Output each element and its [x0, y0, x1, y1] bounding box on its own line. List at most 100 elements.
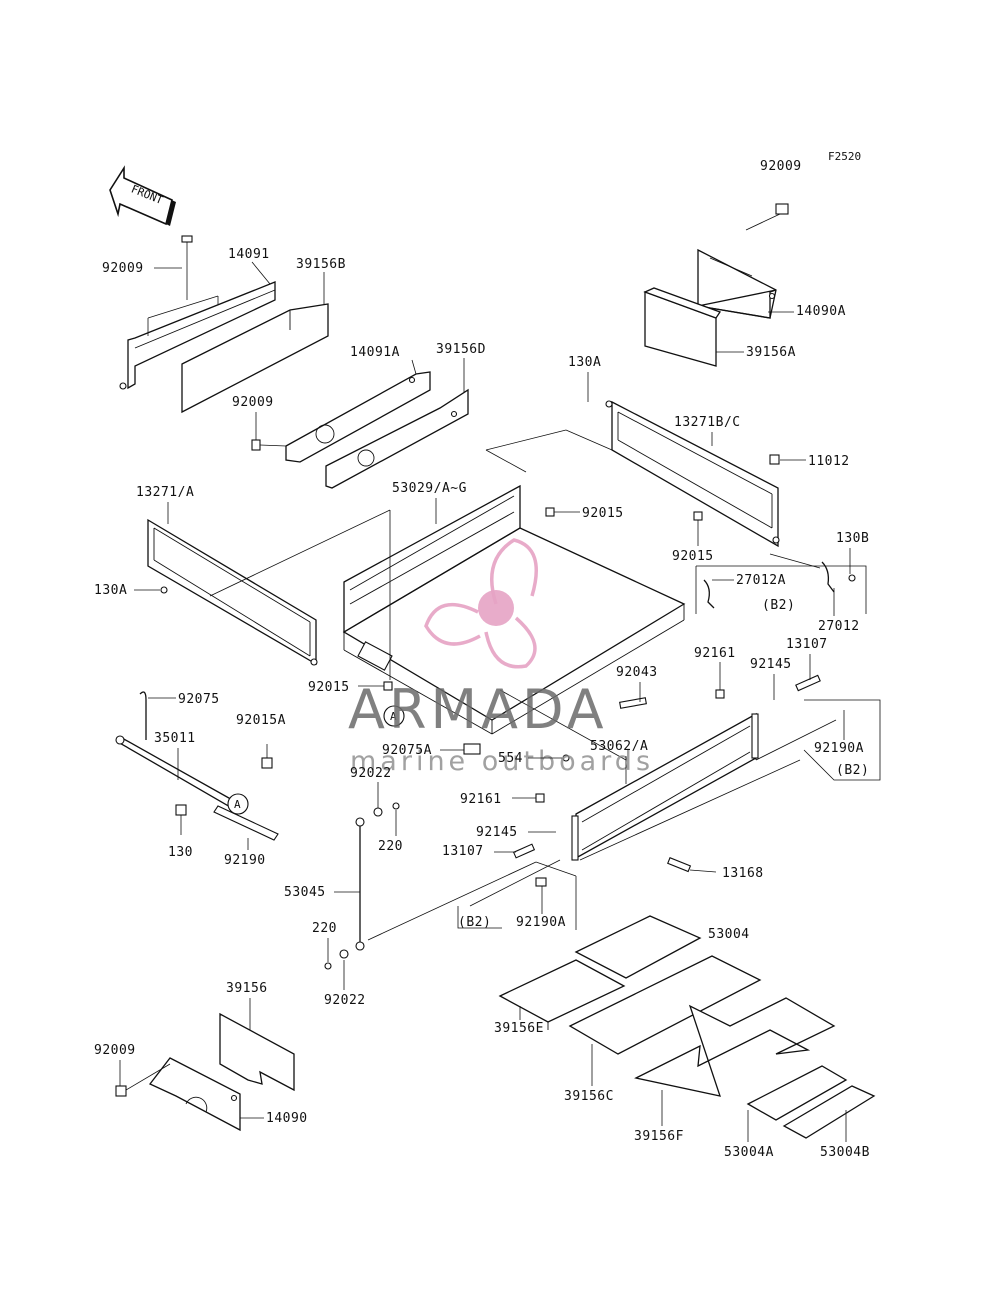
callout-box	[696, 565, 867, 614]
part-label: 53004A	[724, 1145, 774, 1160]
leader-line	[579, 759, 801, 861]
part-label: 53004B	[820, 1145, 870, 1160]
part-label: 13168	[722, 866, 764, 881]
reference-a-bed: A	[383, 705, 405, 727]
mat-39156C	[568, 955, 762, 1055]
hinge-27012	[821, 561, 856, 593]
callout-box	[803, 699, 881, 781]
part-label: 53004	[708, 927, 750, 942]
part-label: 220	[312, 921, 337, 936]
reference-a-rod: A	[227, 793, 249, 815]
bolt-92009-mid	[251, 439, 287, 451]
mat-53004B	[782, 1085, 876, 1139]
bolt-92009-topright	[709, 203, 789, 277]
cargo-bed-53029	[342, 429, 686, 735]
part-label: 92190A	[516, 915, 566, 930]
side-wall-13271BC	[605, 400, 780, 548]
part-label: 554	[498, 751, 523, 766]
part-label: 130A	[568, 355, 601, 370]
pin-92075A	[463, 743, 481, 755]
part-label: 14091	[228, 247, 270, 262]
part-label: 35011	[154, 731, 196, 746]
side-panel-14091	[119, 281, 276, 390]
mat-53004A	[746, 1065, 848, 1121]
pad-39156	[219, 1012, 295, 1092]
part-label: 39156A	[746, 345, 796, 360]
part-label: 92190	[224, 853, 266, 868]
bolt-130	[175, 804, 187, 835]
part-label: 92009	[232, 395, 274, 410]
nut-11012	[769, 454, 780, 465]
callout-box	[457, 906, 502, 929]
part-label: 27012	[818, 619, 860, 634]
part-label: 13107	[786, 637, 828, 652]
spring-92075	[139, 691, 147, 740]
clip-554	[562, 754, 570, 762]
part-label: 53045	[284, 885, 326, 900]
propeller-hub	[478, 590, 514, 626]
leader-line	[499, 689, 627, 761]
side-wall-13271A	[147, 518, 318, 666]
part-label: 39156E	[494, 1021, 544, 1036]
callout-b2: (B2)	[836, 763, 869, 778]
pad-39156D	[325, 388, 469, 489]
figure-code: F2520	[828, 150, 861, 163]
bolt-92009-left	[181, 235, 193, 300]
pin-92190	[213, 805, 279, 841]
nut-92015A	[261, 744, 273, 769]
part-label: 39156D	[436, 342, 486, 357]
front-arrow-icon: FRONT	[109, 165, 176, 226]
leader-line	[209, 509, 391, 597]
part-label: 92009	[760, 159, 802, 174]
part-label: 39156F	[634, 1129, 684, 1144]
part-label: 92161	[694, 646, 736, 661]
rod-35011	[115, 735, 237, 809]
part-label: 11012	[808, 454, 850, 469]
part-label: 220	[378, 839, 403, 854]
part-label: 130	[168, 845, 193, 860]
part-label: 92015	[672, 549, 714, 564]
leader-line	[535, 861, 577, 877]
part-label: 14090A	[796, 304, 846, 319]
side-panel-14090	[148, 1057, 241, 1132]
part-label: 130B	[836, 531, 869, 546]
tailgate-53062	[571, 712, 759, 861]
part-label: 92145	[750, 657, 792, 672]
part-label: 13107	[442, 844, 484, 859]
side-panel-14091A	[285, 371, 431, 463]
svg-text:A: A	[234, 798, 241, 811]
leader-line	[755, 719, 837, 761]
part-label: 39156B	[296, 257, 346, 272]
part-label: 92022	[350, 766, 392, 781]
mat-39156F	[634, 997, 836, 1097]
washers-92022-220	[324, 802, 400, 970]
part-label: 92145	[476, 825, 518, 840]
bolt-92043	[619, 697, 647, 709]
callout-b2: (B2)	[458, 915, 491, 930]
pin-13107-top	[795, 674, 821, 692]
part-label: 53062/A	[590, 739, 648, 754]
part-label: 53029/A~G	[392, 481, 467, 496]
callout-b2: (B2)	[762, 598, 795, 613]
pad-39156A	[643, 287, 721, 367]
propeller-icon	[424, 538, 538, 669]
part-label: 92043	[616, 665, 658, 680]
part-label: 92015	[308, 680, 350, 695]
part-label: 92009	[94, 1043, 136, 1058]
svg-text:A: A	[390, 710, 397, 723]
part-label: 13271B/C	[674, 415, 741, 430]
part-label: 14091A	[350, 345, 400, 360]
part-label: 14090	[266, 1111, 308, 1126]
part-label: 92015A	[236, 713, 286, 728]
part-label: 92022	[324, 993, 366, 1008]
part-label: 92190A	[814, 741, 864, 756]
part-label: 92075	[178, 692, 220, 707]
pin-13168	[667, 857, 717, 873]
pin-13107-mid	[512, 843, 536, 859]
part-label: 92009	[102, 261, 144, 276]
part-label: 39156	[226, 981, 268, 996]
part-label: 13271/A	[136, 485, 194, 500]
part-label: 130A	[94, 583, 127, 598]
